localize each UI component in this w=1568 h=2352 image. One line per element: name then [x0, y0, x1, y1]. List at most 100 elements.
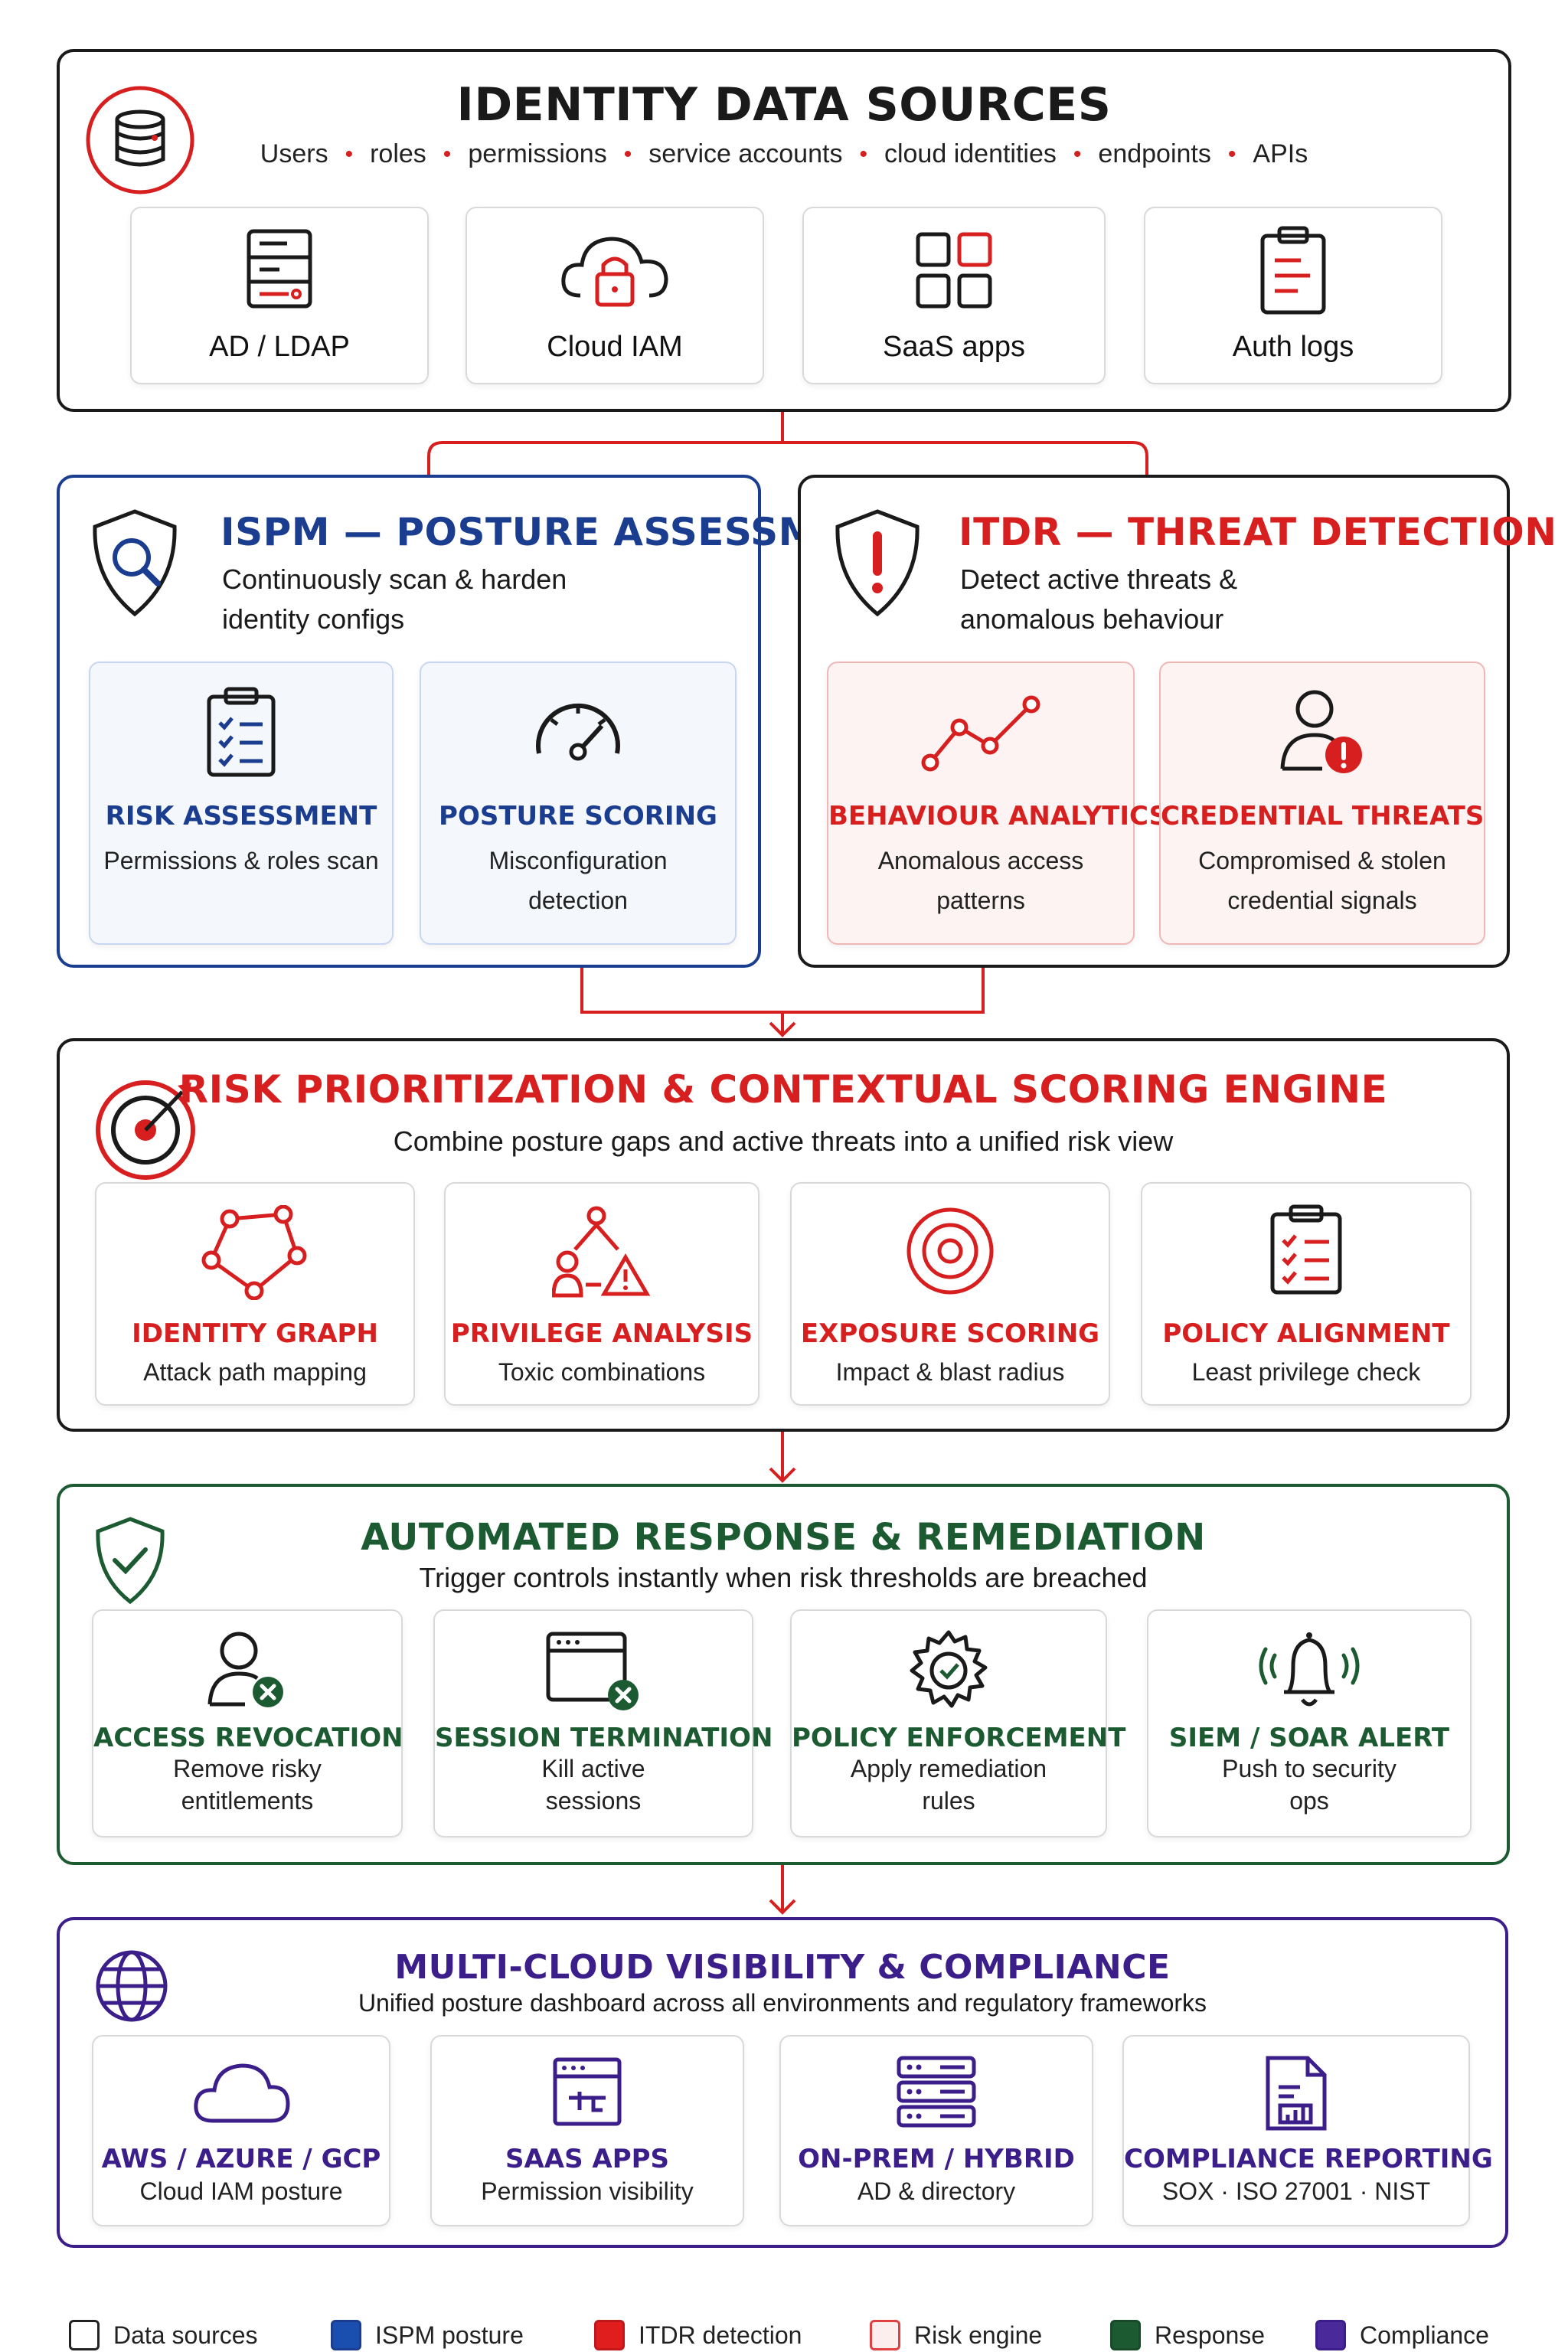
- source-item: endpoints: [1098, 139, 1211, 168]
- source-card-ad-ldap: AD / LDAP: [130, 207, 429, 384]
- compliance-subtitle: Unified posture dashboard across all env…: [358, 1989, 1207, 2017]
- risk-card-policy-alignment: POLICY ALIGNMENT Least privilege check: [1141, 1182, 1472, 1406]
- risk-card-title: POLICY ALIGNMENT: [1162, 1318, 1450, 1349]
- source-card-label: AD / LDAP: [209, 331, 350, 363]
- risk-card-privilege-analysis: PRIVILEGE ANALYSIS Toxic combinations: [444, 1182, 760, 1406]
- response-card-title: SIEM / SOAR ALERT: [1168, 1723, 1450, 1753]
- compliance-card-saas-apps: SAAS APPS Permission visibility: [430, 2035, 744, 2226]
- risk-card-title: IDENTITY GRAPH: [132, 1318, 378, 1349]
- compliance-title: MULTI-CLOUD VISIBILITY & COMPLIANCE: [394, 1948, 1171, 1987]
- cloud-icon: [191, 2060, 291, 2132]
- response-card-desc-line2: entitlements: [181, 1787, 314, 1815]
- gear-check-icon: [906, 1628, 991, 1717]
- legend-swatch: [331, 2320, 361, 2350]
- server-icon: [241, 227, 318, 315]
- compliance-card-title: COMPLIANCE REPORTING: [1124, 2144, 1493, 2174]
- source-card-cloud-iam: Cloud IAM: [466, 207, 764, 384]
- gauge-icon: [528, 689, 628, 769]
- source-card-label: Auth logs: [1232, 331, 1354, 363]
- itdr-card-title: CREDENTIAL THREATS: [1161, 801, 1485, 831]
- source-card-saas-apps: SaaS apps: [802, 207, 1106, 384]
- legend-swatch: [69, 2320, 100, 2350]
- target-bullseye-icon: [92, 1069, 207, 1187]
- checklist-icon: [203, 684, 279, 783]
- source-item: Users: [260, 139, 328, 168]
- ispm-title: ISPM — POSTURE ASSESSMENT: [220, 510, 903, 554]
- itdr-threat-panel: ITDR — THREAT DETECTION Detect active th…: [798, 475, 1557, 968]
- compliance-card-title: ON-PREM / HYBRID: [798, 2144, 1075, 2174]
- ispm-description-line1: Continuously scan & harden: [222, 564, 567, 595]
- compliance-card-title: SAAS APPS: [505, 2144, 670, 2174]
- legend-swatch: [594, 2320, 625, 2350]
- server-stack-icon: [894, 2053, 978, 2134]
- itdr-card-desc-line2: credential signals: [1227, 887, 1417, 914]
- risk-subtitle: Combine posture gaps and active threats …: [393, 1125, 1174, 1157]
- source-card-label: SaaS apps: [883, 331, 1025, 363]
- response-card-desc-line2: sessions: [545, 1787, 642, 1815]
- legend-label: ISPM posture: [375, 2321, 524, 2349]
- legend-item-ispm: ISPM posture: [331, 2318, 524, 2352]
- legend-item-compliance: Compliance: [1315, 2318, 1489, 2352]
- database-icon: [83, 83, 198, 201]
- ispm-card-desc-line2: detection: [528, 887, 628, 914]
- legend-swatch: [1110, 2320, 1141, 2350]
- response-card-title: POLICY ENFORCEMENT: [792, 1723, 1126, 1753]
- compliance-card-on-prem-hybrid: ON-PREM / HYBRID AD & directory: [779, 2035, 1093, 2226]
- legend-label: Compliance: [1360, 2321, 1489, 2349]
- compliance-card-desc: AD & directory: [857, 2177, 1016, 2205]
- compliance-card-aws-azure-gcp: AWS / AZURE / GCP Cloud IAM posture: [92, 2035, 390, 2226]
- ispm-card-risk-assessment: RISK ASSESSMENT Permissions & roles scan: [89, 662, 394, 945]
- risk-card-exposure-scoring: EXPOSURE SCORING Impact & blast radius: [790, 1182, 1110, 1406]
- response-card-desc-line2: rules: [922, 1787, 975, 1815]
- shield-search-icon: [87, 507, 182, 626]
- itdr-card-desc-line2: patterns: [936, 887, 1025, 914]
- response-card-access-revocation: ACCESS REVOCATION Remove risky entitleme…: [92, 1609, 403, 1838]
- compliance-card-desc: Cloud IAM posture: [139, 2177, 343, 2205]
- risk-engine-panel: RISK PRIORITIZATION & CONTEXTUAL SCORING…: [57, 1038, 1510, 1432]
- legend-item-response: Response: [1110, 2318, 1265, 2352]
- response-remediation-panel: AUTOMATED RESPONSE & REMEDIATION Trigger…: [57, 1484, 1510, 1865]
- source-card-label: Cloud IAM: [547, 331, 683, 363]
- ispm-card-title: RISK ASSESSMENT: [105, 801, 377, 831]
- clipboard-log-icon: [1255, 225, 1331, 321]
- source-item: permissions: [468, 139, 607, 168]
- window-close-icon: [544, 1629, 643, 1717]
- cloud-lock-icon: [557, 228, 672, 316]
- risk-card-identity-graph: IDENTITY GRAPH Attack path mapping: [95, 1182, 415, 1406]
- sources-title: IDENTITY DATA SOURCES: [456, 78, 1112, 132]
- risk-title: RISK PRIORITIZATION & CONTEXTUAL SCORING…: [178, 1067, 1388, 1112]
- response-card-desc-line1: Push to security: [1222, 1755, 1396, 1782]
- itdr-card-desc-line1: Anomalous access: [877, 847, 1084, 874]
- compliance-card-title: AWS / AZURE / GCP: [101, 2144, 381, 2174]
- response-card-desc-line1: Kill active: [541, 1755, 645, 1782]
- legend-label: Risk engine: [914, 2321, 1043, 2349]
- itdr-card-desc-line1: Compromised & stolen: [1198, 847, 1446, 874]
- response-card-policy-enforcement: POLICY ENFORCEMENT Apply remediation rul…: [790, 1609, 1126, 1838]
- graph-icon: [198, 1204, 312, 1304]
- legend-label: Data sources: [113, 2321, 258, 2349]
- sources-item-list: Users• roles• permissions• service accou…: [260, 139, 1308, 168]
- trend-line-icon: [920, 691, 1042, 779]
- target-rings-icon: [903, 1204, 998, 1302]
- policy-checklist-icon: [1268, 1202, 1344, 1301]
- legend-item-data-sources: Data sources: [69, 2318, 258, 2352]
- itdr-card-title: BEHAVIOUR ANALYTICS: [828, 801, 1168, 831]
- ispm-card-title: POSTURE SCORING: [439, 801, 717, 831]
- legend-swatch: [1315, 2320, 1346, 2350]
- shield-check-icon: [92, 1514, 168, 1612]
- globe-icon: [93, 1948, 170, 2028]
- bell-alert-icon: [1252, 1628, 1367, 1717]
- legend-label: Response: [1155, 2321, 1266, 2349]
- legend-swatch: [870, 2320, 900, 2350]
- source-card-auth-logs: Auth logs: [1144, 207, 1442, 384]
- report-chart-icon: [1262, 2053, 1331, 2137]
- compliance-card-compliance-reporting: COMPLIANCE REPORTING SOX · ISO 27001 · N…: [1122, 2035, 1493, 2226]
- itdr-card-credential-threats: CREDENTIAL THREATS Compromised & stolen …: [1159, 662, 1485, 945]
- compliance-card-desc: SOX · ISO 27001 · NIST: [1161, 2177, 1431, 2205]
- risk-card-title: PRIVILEGE ANALYSIS: [450, 1318, 753, 1349]
- response-title: AUTOMATED RESPONSE & REMEDIATION: [361, 1516, 1206, 1559]
- itdr-description-line2: anomalous behaviour: [960, 603, 1224, 635]
- response-card-session-termination: SESSION TERMINATION Kill active sessions: [433, 1609, 773, 1838]
- ispm-card-posture-scoring: POSTURE SCORING Misconfiguration detecti…: [420, 662, 737, 945]
- compliance-card-desc: Permission visibility: [481, 2177, 694, 2205]
